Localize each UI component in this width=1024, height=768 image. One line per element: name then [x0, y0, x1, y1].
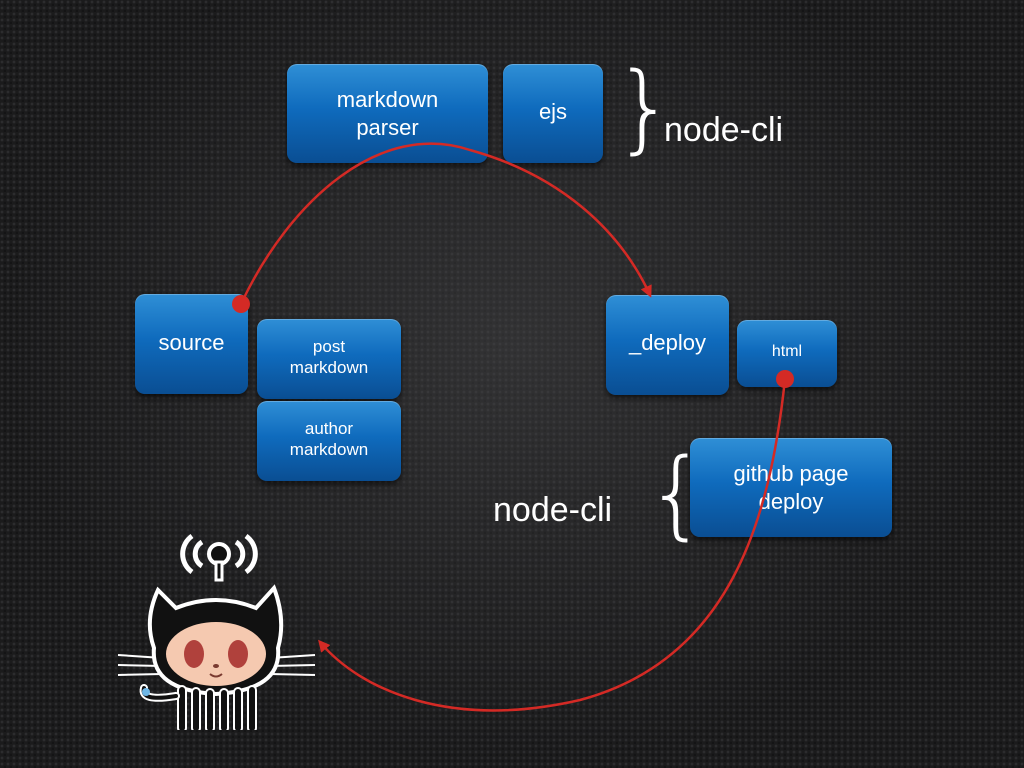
- deploy-box: _deploy: [606, 295, 729, 395]
- author-markdown-box: author markdown: [257, 401, 401, 481]
- github-page-deploy-box: github page deploy: [690, 438, 892, 537]
- left-brace: {: [646, 438, 708, 550]
- markdown-parser-box: markdown parser: [287, 64, 488, 163]
- arrow-source-to-deploy: [239, 142, 652, 305]
- node-cli-label-top: node-cli: [664, 111, 784, 149]
- right-brace: }: [614, 52, 676, 164]
- post-markdown-box: post markdown: [257, 319, 401, 399]
- ejs-box: ejs: [503, 64, 603, 163]
- arrow-start-dot-source: [232, 295, 250, 313]
- arrow-html-to-octocat: [318, 378, 787, 712]
- html-box: html: [737, 320, 837, 387]
- octocat-icon: [117, 533, 316, 730]
- node-cli-label-bottom: node-cli: [493, 491, 613, 529]
- source-box: source: [135, 294, 248, 394]
- arrow-start-dot-html: [776, 370, 794, 388]
